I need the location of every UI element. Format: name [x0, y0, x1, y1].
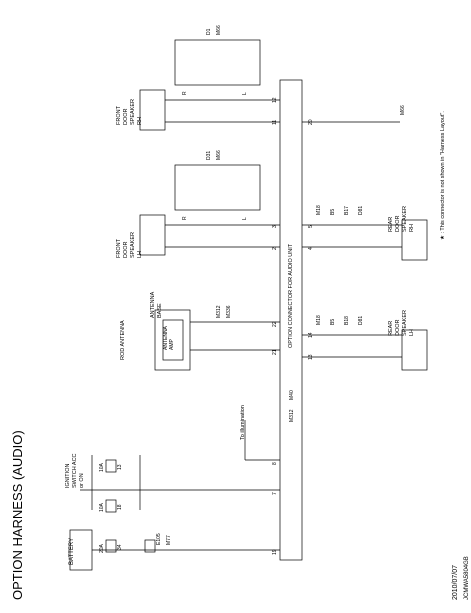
pin-number: 20 — [308, 119, 314, 125]
pin-number: 2 — [272, 247, 278, 250]
connector-ref-battery: E105 — [156, 533, 162, 545]
connector-ref-battery: M77 — [166, 535, 172, 545]
option-connector-body — [279, 79, 303, 561]
front-lh-loop — [174, 164, 261, 211]
ignition-fuse-rating: 10A — [99, 462, 105, 472]
pin-number: 13 — [308, 354, 314, 360]
wire-color-label: R — [182, 216, 188, 220]
front-rh-speaker — [139, 89, 166, 131]
pin-number: 7 — [272, 492, 278, 495]
connector-ref-front-rh: D1 — [206, 28, 212, 35]
ignition-fuse-2 — [105, 499, 117, 513]
pin-number: 5 — [308, 225, 314, 228]
connector-ref-front-lh: M66 — [216, 150, 222, 160]
connector-ref-antenna: M312 — [216, 305, 222, 318]
battery-conn — [144, 539, 156, 553]
connector-ref-rear-rh: D81 — [358, 206, 364, 215]
pin-number: 3 — [272, 225, 278, 228]
wire-color-label: L — [242, 217, 248, 220]
rear-lh-speaker — [401, 329, 428, 371]
battery-fuse — [105, 539, 117, 553]
ignition-fuse-id: 18 — [117, 504, 123, 510]
battery-fuse-rating: 20A — [99, 543, 105, 553]
connector-ref-front-lh: D31 — [206, 151, 212, 160]
connector-ref-rear-rh: B17 — [344, 206, 350, 215]
pin-number: 8 — [272, 462, 278, 465]
ignition-fuse-1 — [105, 459, 117, 473]
front-rh-loop — [174, 39, 261, 86]
connector-ref-front-rh: M66 — [216, 25, 222, 35]
antenna-amp-box — [162, 319, 184, 361]
option-connector-id: M40 — [289, 390, 295, 400]
rear-rh-speaker — [401, 219, 428, 261]
pin-number: 12 — [272, 97, 278, 103]
connector-ref-rear-rh: M18 — [316, 205, 322, 215]
pin-number: 19 — [272, 549, 278, 555]
harness-ref: M66 — [400, 105, 406, 115]
pin-number: 22 — [272, 321, 278, 327]
connector-ref-rear-lh: B18 — [344, 316, 350, 325]
antenna-base-box — [154, 309, 191, 371]
pin-number: 21 — [272, 349, 278, 355]
option-connector-id: M312 — [289, 409, 295, 422]
wire-color-label: R — [182, 91, 188, 95]
ignition-fuse-rating: 10A — [99, 502, 105, 512]
pin-number: 11 — [272, 120, 278, 125]
pin-number: 14 — [308, 332, 314, 338]
wire-color-label: L — [242, 92, 248, 95]
pin-number: 4 — [308, 247, 314, 250]
connector-ref-rear-lh: B5 — [330, 319, 336, 325]
connector-ref-rear-lh: D81 — [358, 316, 364, 325]
connector-ref-rear-rh: B5 — [330, 209, 336, 215]
front-lh-speaker — [139, 214, 166, 256]
battery-box — [69, 529, 93, 571]
battery-fuse-id: 34 — [117, 544, 123, 550]
ignition-fuse-id: 13 — [117, 464, 123, 470]
connector-ref-antenna: M336 — [226, 305, 232, 318]
connector-ref-rear-lh: M18 — [316, 315, 322, 325]
